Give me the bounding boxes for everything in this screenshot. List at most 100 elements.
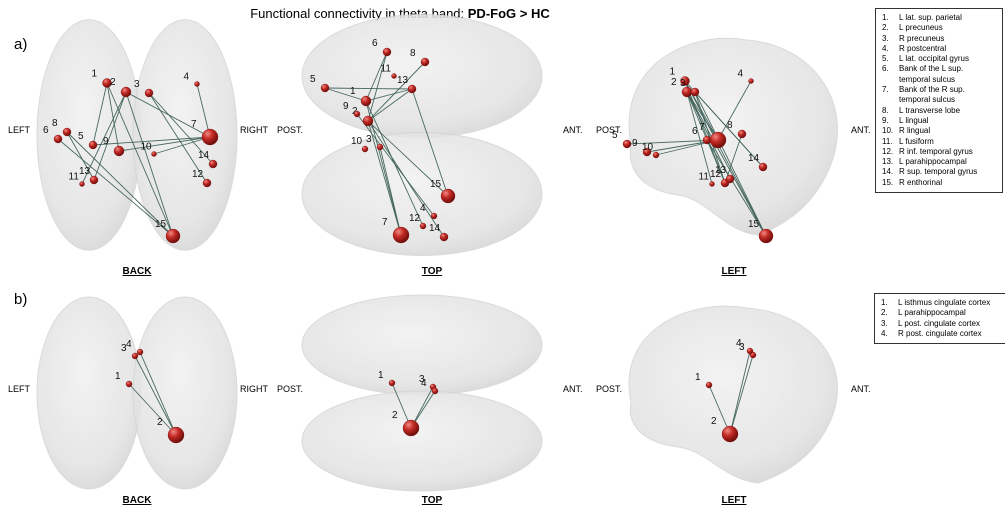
- node-label: 2: [671, 77, 677, 88]
- connection-edge: [66, 131, 95, 181]
- right-hemisphere-back: [132, 296, 238, 490]
- node-label: 2: [110, 77, 116, 88]
- legend-item-number: 15.: [882, 177, 894, 187]
- node-label: 9: [343, 101, 349, 112]
- legend-item-label: R post. cingulate cortex: [898, 328, 982, 338]
- legend-item: 4.R postcentral: [882, 44, 996, 54]
- node-label: 1: [92, 69, 98, 80]
- connection-edge: [686, 91, 731, 180]
- legend-item: 9. L lingual: [882, 116, 996, 126]
- a-back-left-label: LEFT: [8, 125, 31, 135]
- brain-node: [392, 226, 410, 244]
- brain-node: [758, 228, 774, 244]
- brain-node: [360, 95, 372, 107]
- node-label: 14: [748, 153, 760, 164]
- brain-node: [431, 387, 439, 395]
- legend-item-number: 2.: [882, 23, 889, 33]
- left-hemisphere-back: [36, 296, 142, 490]
- panel-label-a: a): [14, 36, 28, 53]
- connection-edge: [724, 133, 743, 184]
- legend-item-label: L post. cingulate cortex: [898, 318, 980, 328]
- connection-edge: [686, 91, 767, 237]
- legend-item: 6.Bank of the L sup. temporal sulcus: [882, 64, 996, 85]
- legend-item-number: 3.: [881, 318, 888, 328]
- connection-edge: [106, 82, 120, 152]
- connection-edge: [379, 146, 402, 236]
- brain-node: [201, 128, 219, 146]
- a-left-caption: LEFT: [721, 266, 747, 277]
- connection-edge: [92, 82, 108, 146]
- connection-edge: [57, 138, 174, 237]
- node-label: 9: [632, 138, 638, 149]
- legend-item: 1.L isthmus cingulate cortex: [881, 298, 999, 308]
- connection-edge: [367, 61, 426, 122]
- brain-node: [430, 212, 438, 220]
- node-label: 10: [141, 142, 153, 153]
- brain-node: [136, 348, 144, 356]
- legend-item: 10.R lingual: [882, 126, 996, 136]
- brain-node: [721, 425, 739, 443]
- legend-item-number: 9.: [882, 115, 889, 125]
- legend-item-label: L transverse lobe: [899, 105, 961, 115]
- connection-edge: [706, 139, 767, 237]
- brain-node: [102, 78, 112, 88]
- legend-item: 3.R precuneus: [882, 34, 996, 44]
- a-back-right-label: RIGHT: [240, 125, 268, 135]
- connection-edge: [118, 136, 211, 152]
- connection-edge: [66, 131, 174, 237]
- node-label: 6: [372, 38, 378, 49]
- b-top-right-label: ANT.: [563, 384, 583, 394]
- brain-node: [165, 228, 181, 244]
- brain-node: [167, 426, 185, 444]
- legend-item-label: R lingual: [899, 126, 931, 136]
- brain-node: [680, 76, 690, 86]
- connection-edge: [93, 91, 127, 181]
- legend-item-label: L fusiform: [899, 136, 934, 146]
- node-label: 6: [692, 126, 698, 137]
- legend-item-label: L parahippocampal: [898, 308, 966, 318]
- brain-outline-back: [36, 296, 238, 490]
- brain-node: [725, 174, 735, 184]
- node-label: 12: [710, 169, 722, 180]
- node-label: 2: [711, 416, 717, 427]
- legend-item-number: 1.: [882, 13, 889, 22]
- a-left-right-label: ANT.: [851, 125, 871, 135]
- node-label: 4: [126, 339, 132, 350]
- brain-node: [652, 151, 660, 159]
- b-back-left-label: LEFT: [8, 384, 31, 394]
- legend-item-number: 13.: [882, 157, 894, 167]
- node-label: 13: [715, 165, 727, 176]
- connection-edge: [367, 51, 388, 122]
- legend-item-label: L precuneus: [899, 23, 943, 33]
- node-label: 11: [381, 64, 392, 75]
- brain-node: [62, 127, 72, 137]
- brain-node: [758, 162, 768, 172]
- node-label: 11: [699, 172, 710, 183]
- node-label: 1: [670, 67, 676, 78]
- connection-edge: [139, 351, 177, 436]
- connection-edge: [92, 136, 211, 146]
- node-label: 10: [351, 136, 363, 147]
- connection-edge: [411, 88, 449, 197]
- right-hemisphere-top: [301, 390, 543, 492]
- node-label: 5: [310, 74, 316, 85]
- brain-node: [402, 419, 420, 437]
- node-label: 1: [115, 371, 121, 382]
- legend-item-number: 5.: [882, 54, 889, 64]
- connection-edge: [125, 91, 174, 237]
- brain-node: [120, 86, 132, 98]
- brain-node: [642, 147, 652, 157]
- node-label: 4: [736, 338, 742, 349]
- legend-item-label: L lingual: [899, 115, 929, 125]
- legend-item: 12.R inf. temporal gyrus: [882, 147, 996, 157]
- node-label: 11: [69, 172, 80, 183]
- legend-item: 3. L post. cingulate cortex: [881, 319, 999, 329]
- legend-item-number: 8.: [882, 105, 889, 115]
- node-label: 9: [103, 136, 109, 147]
- brain-node: [376, 143, 384, 151]
- node-label: 1: [695, 372, 701, 383]
- connection-edge: [684, 80, 767, 237]
- brain-node: [748, 78, 754, 84]
- brain-node: [79, 181, 85, 187]
